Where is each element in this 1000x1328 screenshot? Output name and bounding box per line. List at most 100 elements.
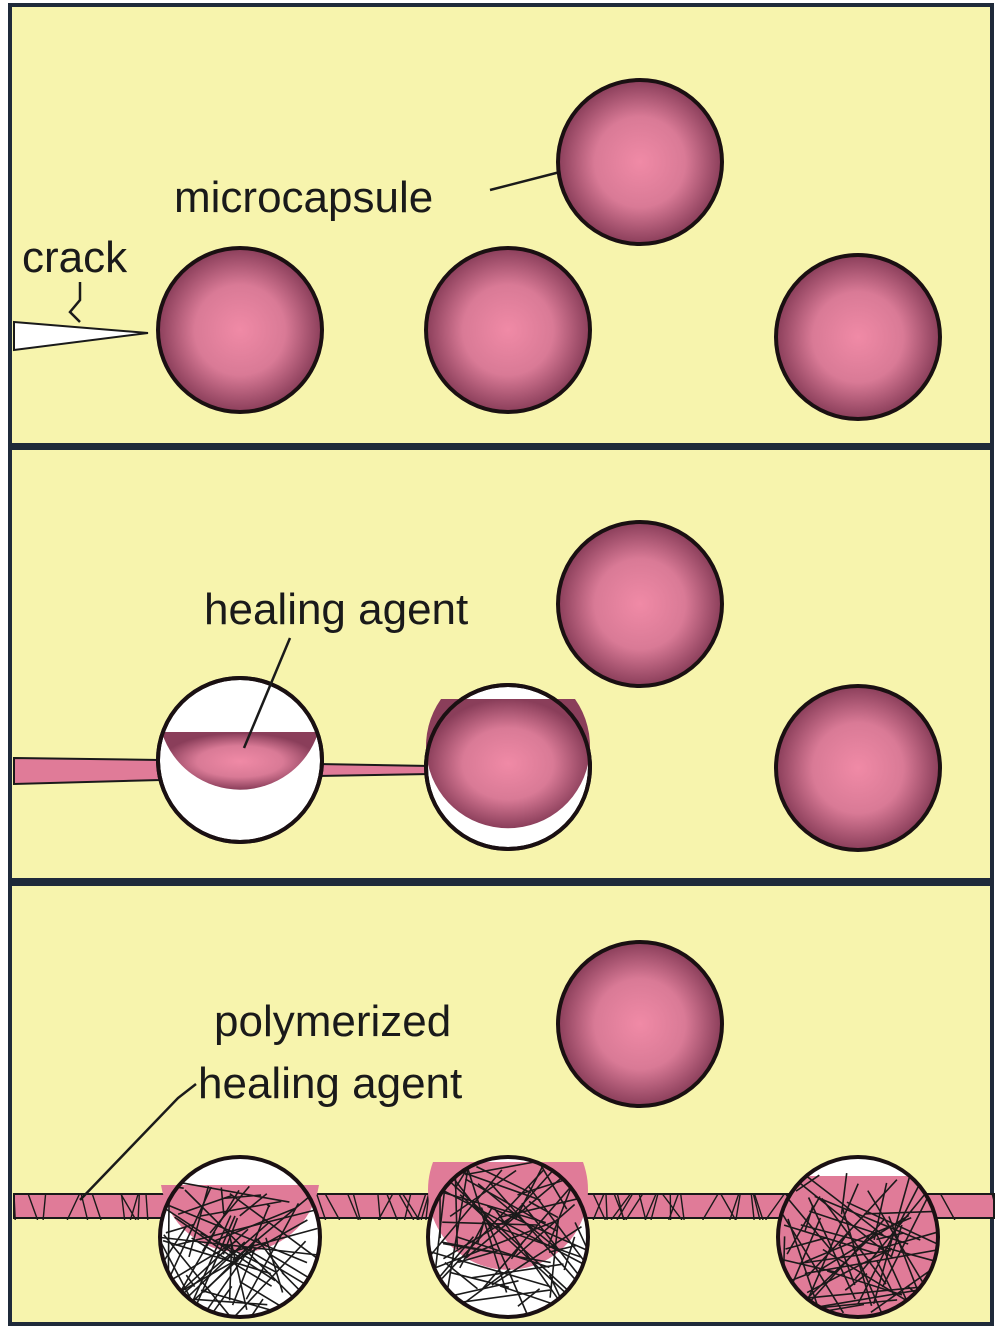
polymer-strand <box>266 1203 271 1208</box>
healing-agent-label: healing agent <box>204 585 468 634</box>
polymer-strand <box>91 1194 102 1220</box>
polymer-strand <box>174 1216 239 1263</box>
polymer-strand <box>442 1242 551 1264</box>
polymer-strand <box>515 1203 576 1257</box>
polymer-strand <box>798 1249 891 1265</box>
polymer-strand <box>864 1210 938 1215</box>
polymer-strand <box>613 1194 626 1220</box>
polymer-strand <box>821 1197 887 1285</box>
polymer-strand <box>610 1194 631 1220</box>
polymer-strand <box>347 1194 360 1220</box>
polymer-strand <box>228 1235 248 1310</box>
crack-wedge <box>13 320 149 352</box>
microcapsule-leader-line <box>489 170 561 192</box>
polymer-strand <box>188 1185 210 1258</box>
polymer-strand <box>162 1239 272 1275</box>
ruptured-microcapsule-outline <box>158 1155 322 1319</box>
polymer-strand <box>182 1182 290 1203</box>
polymer-strand <box>481 1221 582 1258</box>
polymer-strand <box>753 1194 764 1220</box>
polymer-strand <box>795 1174 820 1192</box>
polymer-strand <box>442 1211 521 1260</box>
polymer-strand <box>877 1230 938 1250</box>
polymer-strand <box>201 1189 240 1252</box>
polymer-strand <box>680 1194 685 1220</box>
polymer-strand <box>402 1194 420 1220</box>
polymer-strand <box>433 1184 588 1270</box>
polymer-strand <box>592 1194 606 1220</box>
polymer-strand <box>750 1194 755 1220</box>
polymer-strand <box>14 1194 16 1220</box>
polymer-strand <box>442 1191 547 1224</box>
polymer-strand <box>875 1232 910 1305</box>
polymer-strand <box>42 1194 47 1220</box>
microcapsule <box>556 940 724 1108</box>
polymer-strand <box>876 1260 896 1297</box>
polymer-strand <box>231 1248 256 1306</box>
polymer-strand <box>185 1274 196 1288</box>
polymer-network <box>778 1172 938 1317</box>
polymer-strand <box>480 1207 529 1317</box>
polymer-strand <box>456 1267 511 1310</box>
microcapsule <box>556 520 724 688</box>
polymer-strand <box>352 1194 361 1220</box>
polymer-strand <box>137 1194 140 1220</box>
polymer-strand <box>145 1194 149 1220</box>
microcapsule <box>556 78 724 246</box>
polymer-strand <box>644 1194 657 1220</box>
polymer-strand <box>129 1194 139 1220</box>
polymer-strand <box>200 1232 278 1274</box>
ruptured-microcapsule-outline <box>156 676 324 844</box>
polymer-strand <box>476 1165 532 1194</box>
polymer-strand <box>616 1194 634 1220</box>
microcapsule-label: microcapsule <box>174 173 433 222</box>
polymer-strand <box>267 1252 310 1279</box>
polymer-strand <box>487 1205 588 1254</box>
polymer-strand <box>163 1234 236 1317</box>
polymer-strand <box>439 1236 475 1277</box>
polymer-strand <box>211 1285 233 1314</box>
polymer-strand <box>228 1244 233 1301</box>
polymer-strand <box>807 1197 856 1300</box>
polymer-strand <box>804 1174 884 1236</box>
polymer-strand <box>416 1194 427 1220</box>
polymer-strand <box>229 1227 318 1254</box>
polymer-strand <box>729 1194 740 1220</box>
polymer-strand <box>785 1236 827 1250</box>
polymer-strand <box>605 1194 608 1220</box>
polymer-strand <box>194 1298 268 1306</box>
polymer-strand <box>444 1261 479 1290</box>
polymer-strand <box>650 1194 659 1220</box>
crack-leader-line <box>68 282 82 323</box>
polymer-strand <box>247 1298 264 1317</box>
polymer-strand <box>232 1197 309 1262</box>
polymer-strand <box>785 1284 938 1301</box>
polymerized-healing-agent-label: healing agent <box>198 1059 462 1108</box>
polymer-strand <box>120 1194 137 1220</box>
polymer-strand <box>802 1183 859 1310</box>
panel-intact: crack microcapsule <box>8 3 994 447</box>
polymer-strand <box>806 1247 893 1294</box>
polymer-strand <box>454 1171 459 1250</box>
polymer-strand <box>232 1240 307 1317</box>
polymer-strand <box>169 1205 308 1264</box>
polymer-strand <box>778 1205 845 1314</box>
polymer-strand <box>245 1203 300 1300</box>
polymer-strand <box>872 1173 912 1305</box>
polymer-strand <box>441 1241 494 1253</box>
polymer-strand <box>702 1194 719 1220</box>
ruptured-microcapsule-outline <box>426 1155 590 1319</box>
healing-agent-fill <box>425 699 590 829</box>
polymer-strand <box>120 1194 126 1220</box>
polymer-strand <box>846 1201 938 1247</box>
polymer-strand <box>429 1169 503 1256</box>
polymer-strand <box>464 1160 537 1176</box>
microcapsule <box>774 684 942 852</box>
polymer-strand <box>324 1194 341 1220</box>
polymer-strand <box>220 1187 225 1215</box>
polymer-strand <box>223 1194 262 1200</box>
polymer-strand <box>939 1194 956 1220</box>
polymer-strand <box>429 1250 551 1288</box>
polymer-strand <box>377 1194 381 1220</box>
polymer-strand <box>842 1208 873 1307</box>
